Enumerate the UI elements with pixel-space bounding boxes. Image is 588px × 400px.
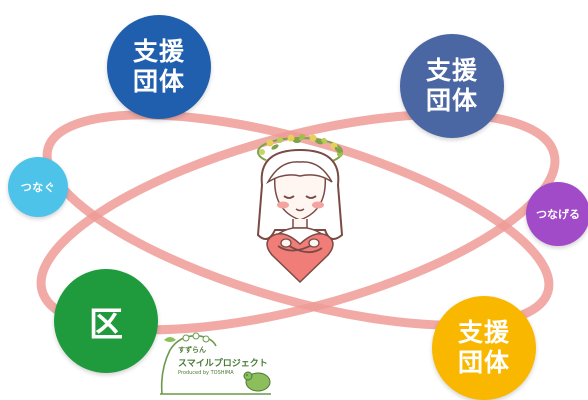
support-group-node-bottom-right: 支援団体: [432, 296, 536, 400]
connect-node-left: つなぐ: [8, 157, 68, 217]
connect-node-right: つなげる: [526, 182, 588, 246]
ward-node: 区: [54, 269, 158, 373]
logo-subtitle: Produced by TOSHIMA: [178, 370, 234, 376]
support-group-label: 支援団体: [132, 37, 185, 96]
connect-label-right: つなげる: [536, 208, 580, 221]
ward-label: 区: [89, 304, 123, 345]
support-group-node-top-right: 支援団体: [400, 34, 504, 138]
support-group-label: 支援団体: [425, 56, 478, 115]
support-group-label: 支援団体: [457, 318, 510, 377]
logo-name: スマイルプロジェクト: [178, 359, 268, 369]
logo-title: すずらん: [178, 346, 206, 354]
girl-illustration: [256, 134, 344, 284]
connect-label-left: つなぐ: [20, 181, 56, 194]
lily-of-the-valley-icon: [160, 332, 271, 395]
support-group-node-top-left: 支援団体: [107, 15, 211, 119]
flower-crown-icon: [257, 134, 343, 167]
suzuran-smile-project-logo: すずらん スマイルプロジェクト Produced by TOSHIMA: [156, 330, 276, 396]
